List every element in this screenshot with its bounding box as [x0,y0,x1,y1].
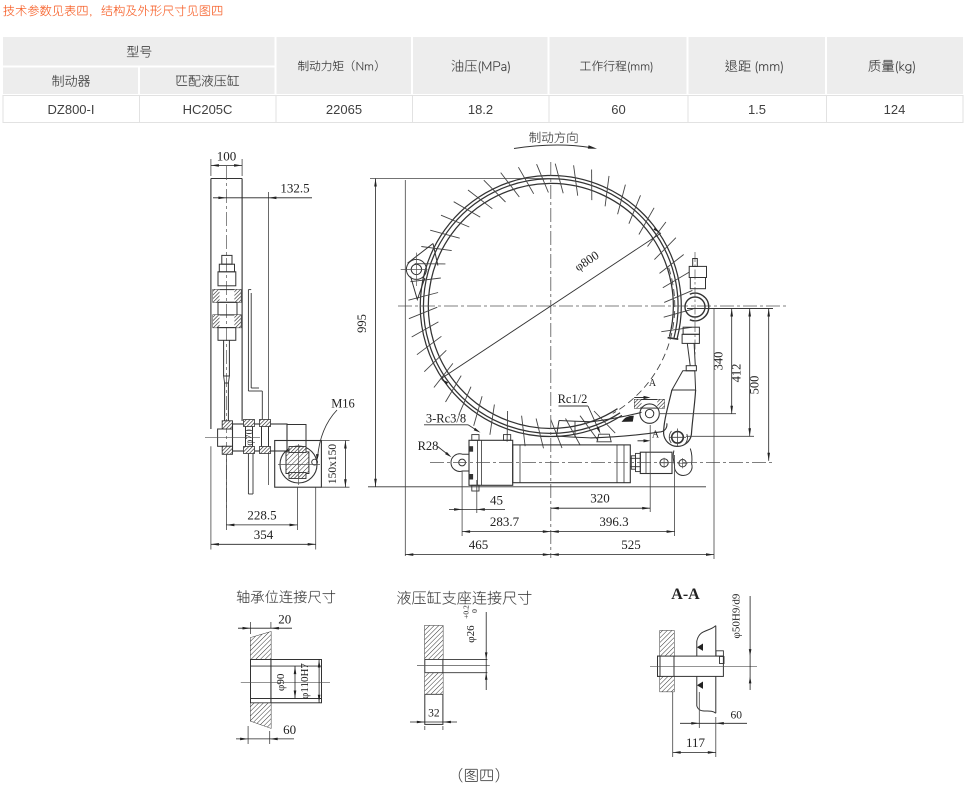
svg-text:228.5: 228.5 [247,507,276,522]
svg-text:283.7: 283.7 [490,514,520,529]
svg-text:995: 995 [355,314,369,333]
svg-text:3-Rc3/8: 3-Rc3/8 [426,412,466,426]
svg-text:22065: 22065 [326,102,362,117]
svg-text:DZ800-I: DZ800-I [48,102,95,117]
svg-text:1.5: 1.5 [748,102,766,117]
svg-text:45: 45 [490,493,503,508]
svg-text:124: 124 [884,102,906,117]
svg-text:18.2: 18.2 [468,102,493,117]
svg-text:20: 20 [278,612,291,627]
svg-text:+0.2: +0.2 [462,605,471,619]
svg-text:φ50H9/d9: φ50H9/d9 [731,593,743,638]
svg-text:R28: R28 [418,439,439,453]
svg-text:φ800: φ800 [572,248,601,274]
svg-text:465: 465 [469,537,489,552]
svg-text:M16: M16 [331,397,355,411]
svg-text:A-A: A-A [671,586,700,603]
svg-text:HC205C: HC205C [183,102,233,117]
svg-text:φ110H7: φ110H7 [299,663,311,699]
svg-text:132.5: 132.5 [280,181,309,196]
svg-text:525: 525 [621,537,641,552]
svg-text:100: 100 [217,149,237,164]
svg-text:340: 340 [712,352,726,371]
svg-text:60: 60 [611,102,625,117]
svg-text:396.3: 396.3 [599,514,628,529]
svg-text:354: 354 [254,527,274,542]
svg-text:32: 32 [428,708,440,720]
svg-text:60: 60 [283,722,296,737]
svg-text:60: 60 [730,710,742,722]
svg-text:φ26: φ26 [465,625,477,643]
svg-text:500: 500 [748,376,762,395]
svg-text:117: 117 [686,735,706,750]
svg-text:412: 412 [730,364,744,383]
svg-text:320: 320 [590,491,610,506]
svg-text:φ90: φ90 [275,673,287,691]
svg-text:150x150: 150x150 [327,444,339,485]
svg-text:Rc1/2: Rc1/2 [558,392,588,406]
svg-text:A: A [652,430,660,441]
svg-text:0: 0 [470,609,479,613]
svg-text:A: A [649,378,657,389]
